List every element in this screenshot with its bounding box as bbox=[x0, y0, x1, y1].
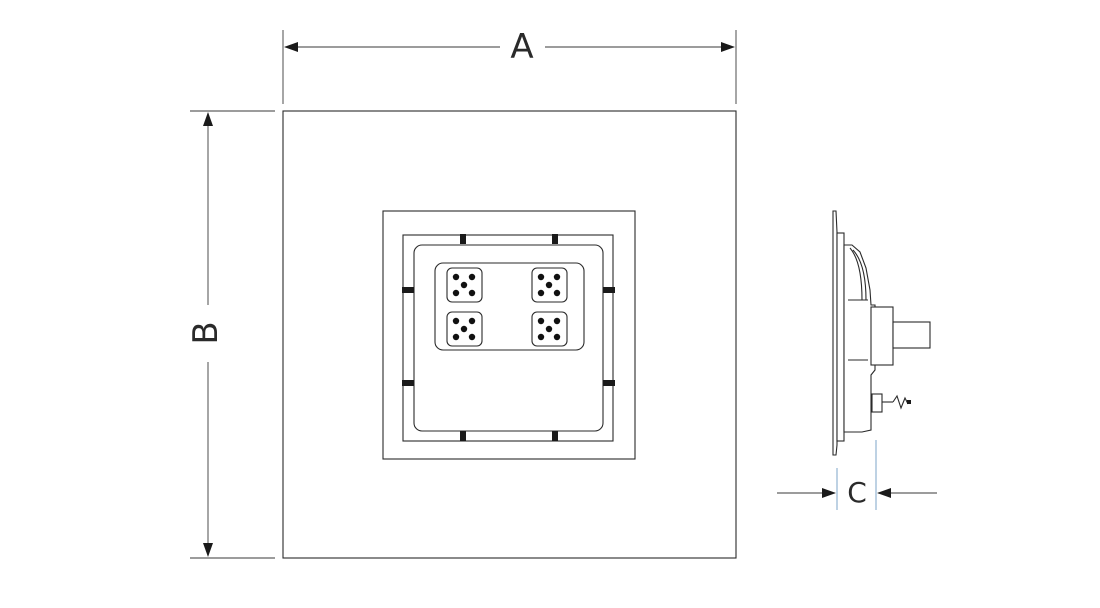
inner-frame bbox=[402, 234, 614, 442]
side-cable bbox=[892, 394, 909, 410]
mounting-tab bbox=[552, 234, 558, 244]
led-dot bbox=[460, 281, 468, 289]
mounting-tab bbox=[460, 431, 466, 441]
led-dot bbox=[537, 289, 545, 297]
side-housing-body bbox=[843, 244, 876, 433]
lens-panel bbox=[413, 244, 604, 432]
front-view bbox=[282, 110, 737, 559]
led-dot bbox=[537, 333, 545, 341]
side-flange bbox=[836, 232, 845, 442]
led-dot bbox=[452, 289, 460, 297]
mounting-tab bbox=[603, 380, 615, 386]
led-modules bbox=[446, 267, 568, 347]
led-module bbox=[446, 267, 483, 303]
mounting-tab bbox=[460, 234, 466, 244]
dimension-c-label: C bbox=[847, 476, 867, 509]
led-dot bbox=[468, 317, 476, 325]
led-dot bbox=[553, 333, 561, 341]
led-module-frame bbox=[446, 311, 483, 347]
led-dot bbox=[468, 273, 476, 281]
mounting-tabs bbox=[402, 234, 615, 441]
dimension-b-label: B bbox=[186, 321, 226, 344]
side-connector bbox=[892, 321, 931, 349]
led-dot bbox=[537, 273, 545, 281]
led-module-frame bbox=[531, 311, 568, 347]
led-dot bbox=[460, 325, 468, 333]
led-dot bbox=[452, 317, 460, 325]
led-dot bbox=[553, 317, 561, 325]
housing-frame bbox=[382, 210, 636, 460]
led-dot bbox=[553, 273, 561, 281]
outer-trim-plate bbox=[282, 110, 737, 559]
dimension-b: B bbox=[186, 110, 275, 559]
side-view bbox=[832, 210, 931, 456]
led-dot bbox=[553, 289, 561, 297]
led-module bbox=[531, 267, 568, 303]
led-module bbox=[531, 311, 568, 347]
side-driver-box bbox=[870, 306, 894, 366]
led-dot bbox=[537, 317, 545, 325]
led-dot bbox=[468, 289, 476, 297]
mounting-tab bbox=[402, 380, 414, 386]
led-dot bbox=[452, 333, 460, 341]
led-module-frame bbox=[531, 267, 568, 303]
led-module-frame bbox=[446, 267, 483, 303]
side-junction-box bbox=[871, 393, 883, 413]
led-dot bbox=[468, 333, 476, 341]
dimension-a-label: A bbox=[510, 27, 533, 67]
mounting-tab bbox=[603, 287, 615, 293]
dimension-c: C bbox=[777, 440, 937, 510]
dimension-a: A bbox=[282, 27, 737, 104]
led-array-housing bbox=[434, 262, 585, 351]
mounting-tab bbox=[402, 287, 414, 293]
mounting-tab bbox=[552, 431, 558, 441]
side-trim-plate bbox=[832, 210, 838, 456]
heatsink-fins bbox=[848, 247, 868, 361]
led-dot bbox=[545, 325, 553, 333]
led-dot bbox=[545, 281, 553, 289]
led-dot bbox=[452, 273, 460, 281]
led-module bbox=[446, 311, 483, 347]
